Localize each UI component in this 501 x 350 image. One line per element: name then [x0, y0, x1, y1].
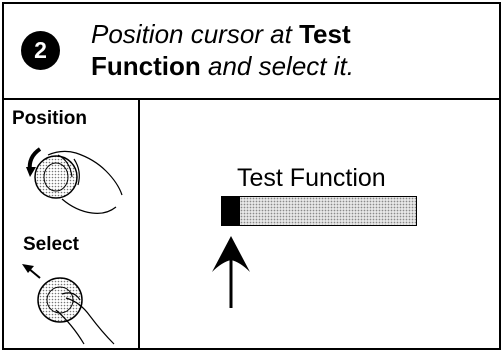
hand-pressing-knob-icon: [22, 264, 115, 345]
up-arrow-icon: [212, 236, 250, 308]
display-panel: Test Function: [140, 100, 499, 348]
instruction-line2-bold: Function: [91, 51, 201, 81]
instruction-line1-bold: Test: [299, 19, 351, 49]
select-label: Select: [23, 234, 79, 255]
test-function-label: Test Function: [237, 164, 386, 192]
position-label: Position: [12, 108, 87, 129]
test-function-field[interactable]: [221, 196, 417, 226]
instruction-line2-italic: and select it.: [200, 51, 354, 81]
step-number-badge: 2: [21, 31, 60, 70]
instruction-header: 2 Position cursor at Test Function and s…: [4, 4, 499, 100]
controls-column: Position Select: [4, 100, 140, 348]
hand-turning-knob-icon: [26, 147, 123, 214]
instruction-text: Position cursor at Test Function and sel…: [91, 18, 491, 82]
field-cursor: [222, 197, 240, 225]
instruction-line1-italic: Position cursor at: [91, 19, 300, 49]
